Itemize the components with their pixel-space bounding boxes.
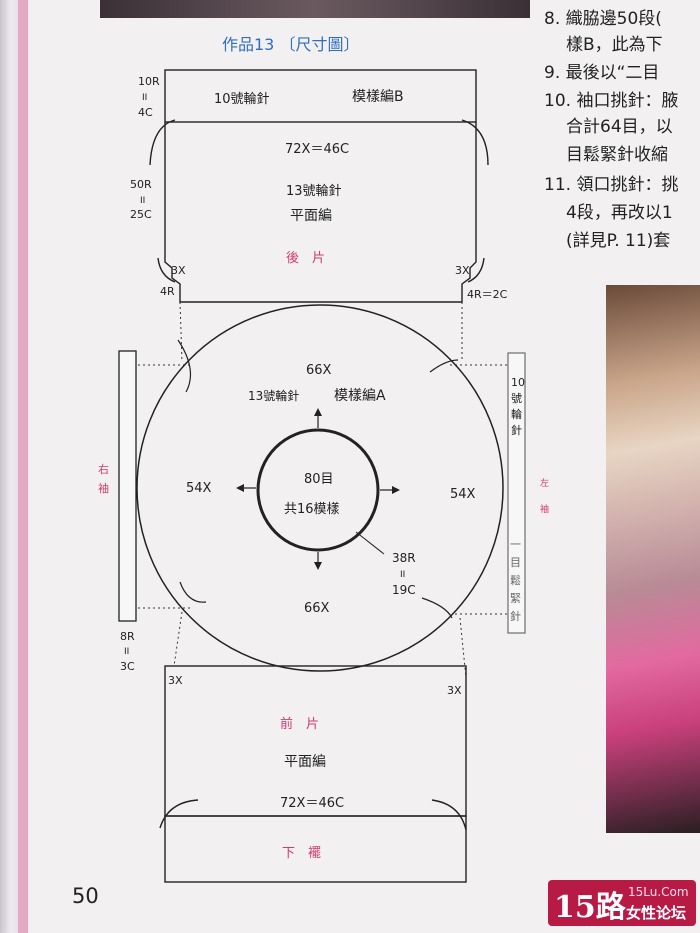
model-photo xyxy=(606,285,700,833)
front-body-outline xyxy=(164,665,467,817)
back-band-pattern: 模樣編B xyxy=(352,88,404,105)
band-needle-3: 輪 xyxy=(511,407,522,421)
instr-line-8: 4段，再改以1 xyxy=(566,203,673,223)
back-needle: 13號輪針 xyxy=(286,183,342,199)
yoke-depth-rows: 38R xyxy=(392,551,416,565)
neck-circle xyxy=(256,428,380,552)
neck-stitches: 80目 xyxy=(304,472,334,487)
diagram-title: 作品13 〔尺寸圖〕 xyxy=(222,35,359,54)
arrow-heads xyxy=(236,408,400,570)
back-side-eq: II xyxy=(140,196,145,206)
yoke-bl-curve xyxy=(179,581,207,603)
band-rib-1: 一 xyxy=(510,538,521,551)
back-right-shoulder-curve xyxy=(467,257,485,283)
yoke-depth-cm: 19C xyxy=(392,583,416,597)
instr-line-6: 目鬆緊針收縮 xyxy=(566,145,668,165)
front-width: 72X＝46C xyxy=(280,796,344,811)
back-band-eq: II xyxy=(142,93,147,103)
instr-line-5: 合計64目，以 xyxy=(566,117,673,137)
left-sleeve-band xyxy=(507,352,526,634)
watermark: 15路 15Lu.Com 女性论坛 xyxy=(548,880,696,926)
band-rib-3: 鬆 xyxy=(510,573,521,587)
back-piece xyxy=(149,69,489,303)
front-left-hem-curve xyxy=(159,799,199,829)
instr-line-7: 11. 領口挑針：挑 xyxy=(544,175,679,195)
back-right-4r: 4R＝2C xyxy=(467,288,508,301)
front-hem: 下 襬 xyxy=(282,845,321,861)
front-name: 前 片 xyxy=(280,716,319,732)
guide-lines xyxy=(138,301,510,679)
page-edge-strip xyxy=(18,0,28,933)
page-number: 50 xyxy=(72,884,99,908)
back-side-cm: 25C xyxy=(130,208,152,221)
back-body-outline xyxy=(164,122,477,303)
top-photo-strip xyxy=(100,0,530,18)
neck-repeats: 共16模樣 xyxy=(284,502,340,517)
band-rib-4: 緊 xyxy=(510,592,521,605)
front-stitch: 平面編 xyxy=(284,754,326,770)
yoke-left-count: 54X xyxy=(186,481,212,496)
instr-line-1: 8. 織脇邊50段( xyxy=(544,9,662,29)
band-needle-4: 針 xyxy=(511,423,522,437)
right-sleeve-label-2: 袖 xyxy=(98,481,109,495)
back-band-needle: 10號輪針 xyxy=(214,91,270,107)
back-corner-right: 3X xyxy=(455,264,470,277)
yoke-br-curve xyxy=(421,597,453,619)
back-left-4r: 4R xyxy=(160,285,175,298)
yoke-tr-curve xyxy=(429,359,459,373)
back-band-cm: 4C xyxy=(138,106,153,119)
left-sleeve-label-2: 袖 xyxy=(540,503,549,515)
back-side-rows: 50R xyxy=(130,178,152,191)
yoke xyxy=(136,304,504,672)
right-sleeve-label-1: 右 xyxy=(98,462,109,476)
yoke-top-count: 66X xyxy=(306,363,332,378)
instr-line-2: 樣B，此為下 xyxy=(566,35,663,55)
front-corner-right: 3X xyxy=(447,684,462,697)
back-name: 後 片 xyxy=(286,251,325,266)
front-right-hem-curve xyxy=(431,799,467,831)
back-width: 72X＝46C xyxy=(285,142,349,157)
band-rib-5: 針 xyxy=(510,609,521,623)
instr-line-4: 10. 袖口挑針：腋 xyxy=(544,91,679,111)
back-stitch: 平面編 xyxy=(290,208,332,224)
front-piece xyxy=(159,665,467,883)
instr-line-3: 9. 最後以“二目 xyxy=(544,63,660,83)
front-corner-left: 3X xyxy=(168,674,183,687)
book-binding xyxy=(0,0,18,933)
back-corner-left: 3X xyxy=(171,264,186,277)
front-hem-outline xyxy=(164,815,467,883)
instr-line-9: (詳見P. 11)套 xyxy=(566,231,671,251)
sleeve-band-eq: II xyxy=(124,647,129,657)
sleeve-band-cm: 3C xyxy=(120,660,135,673)
yoke-depth-eq: II xyxy=(400,570,405,580)
yoke-tl-curve xyxy=(177,339,192,393)
back-band-outline xyxy=(164,69,477,123)
back-band-rows: 10R xyxy=(138,75,160,88)
watermark-main: 15路 xyxy=(554,890,626,925)
back-left-armhole-curve xyxy=(149,119,176,166)
yoke-outer-circle xyxy=(136,304,504,672)
depth-leader xyxy=(355,531,385,555)
back-right-armhole-curve xyxy=(461,119,489,166)
watermark-sub: 女性论坛 xyxy=(626,904,687,922)
yoke-bottom-count: 66X xyxy=(304,601,330,616)
left-sleeve-label-1: 左 xyxy=(540,477,549,489)
watermark-site: 15Lu.Com xyxy=(628,885,689,899)
band-needle-1: 10 xyxy=(511,376,525,389)
yoke-pattern: 模樣編A xyxy=(334,387,386,404)
yoke-needle: 13號輪針 xyxy=(248,388,299,403)
back-left-shoulder-curve xyxy=(157,257,176,283)
band-needle-2: 號 xyxy=(511,392,522,405)
right-sleeve-band xyxy=(118,350,137,622)
sleeve-band-rows: 8R xyxy=(120,630,135,643)
band-rib-2: 目 xyxy=(510,556,521,569)
yoke-right-count: 54X xyxy=(450,487,476,502)
